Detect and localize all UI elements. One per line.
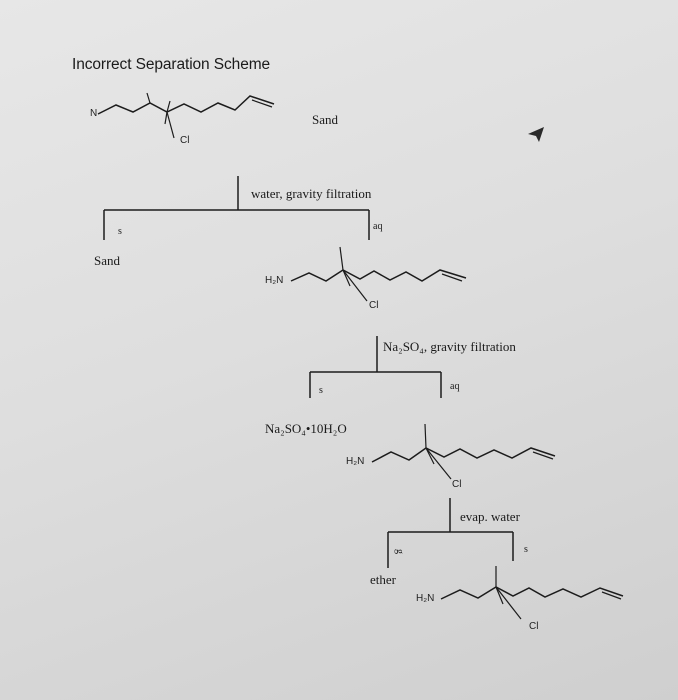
step2-solid-tag: s (319, 385, 323, 396)
step1-solid-tag: s (118, 226, 122, 237)
start-molecule-skeleton (97, 92, 275, 139)
scheme-title: Incorrect Separation Scheme (72, 56, 271, 73)
step3-ether-product: ether (370, 572, 396, 587)
step2-reagent: Na₂SO₄, gravity filtration (383, 339, 516, 354)
compound1-skeleton (290, 246, 467, 302)
start-atom-cl: Cl (180, 135, 190, 146)
step1-aq-tag: aq (373, 221, 383, 232)
step3-bracket (387, 498, 514, 568)
step1-reagent: water, gravity filtration (251, 186, 372, 201)
step3-solid-tag: s (524, 544, 528, 555)
step1-sand-product: Sand (94, 253, 120, 268)
compound1-cl: Cl (369, 300, 379, 311)
compound3-skeleton (440, 566, 624, 620)
compound2-cl: Cl (452, 479, 462, 490)
step2-solid-product: Na₂SO₄•10H₂O (265, 421, 347, 436)
compound2-amine: H₂N (346, 456, 365, 467)
start-atom-n: N (90, 108, 98, 119)
step3-reagent: evap. water (460, 509, 520, 524)
cursor-arrow-icon (528, 127, 544, 142)
start-sand-label: Sand (312, 112, 338, 127)
step2-bracket (309, 336, 442, 398)
step3-gas-tag: g (394, 549, 405, 554)
compound3-amine: H₂N (416, 593, 435, 604)
compound1-amine: H₂N (265, 275, 284, 286)
compound2-skeleton (371, 423, 556, 480)
step2-aq-tag: aq (450, 381, 460, 392)
compound3-cl: Cl (529, 621, 539, 632)
step1-bracket (103, 176, 370, 240)
